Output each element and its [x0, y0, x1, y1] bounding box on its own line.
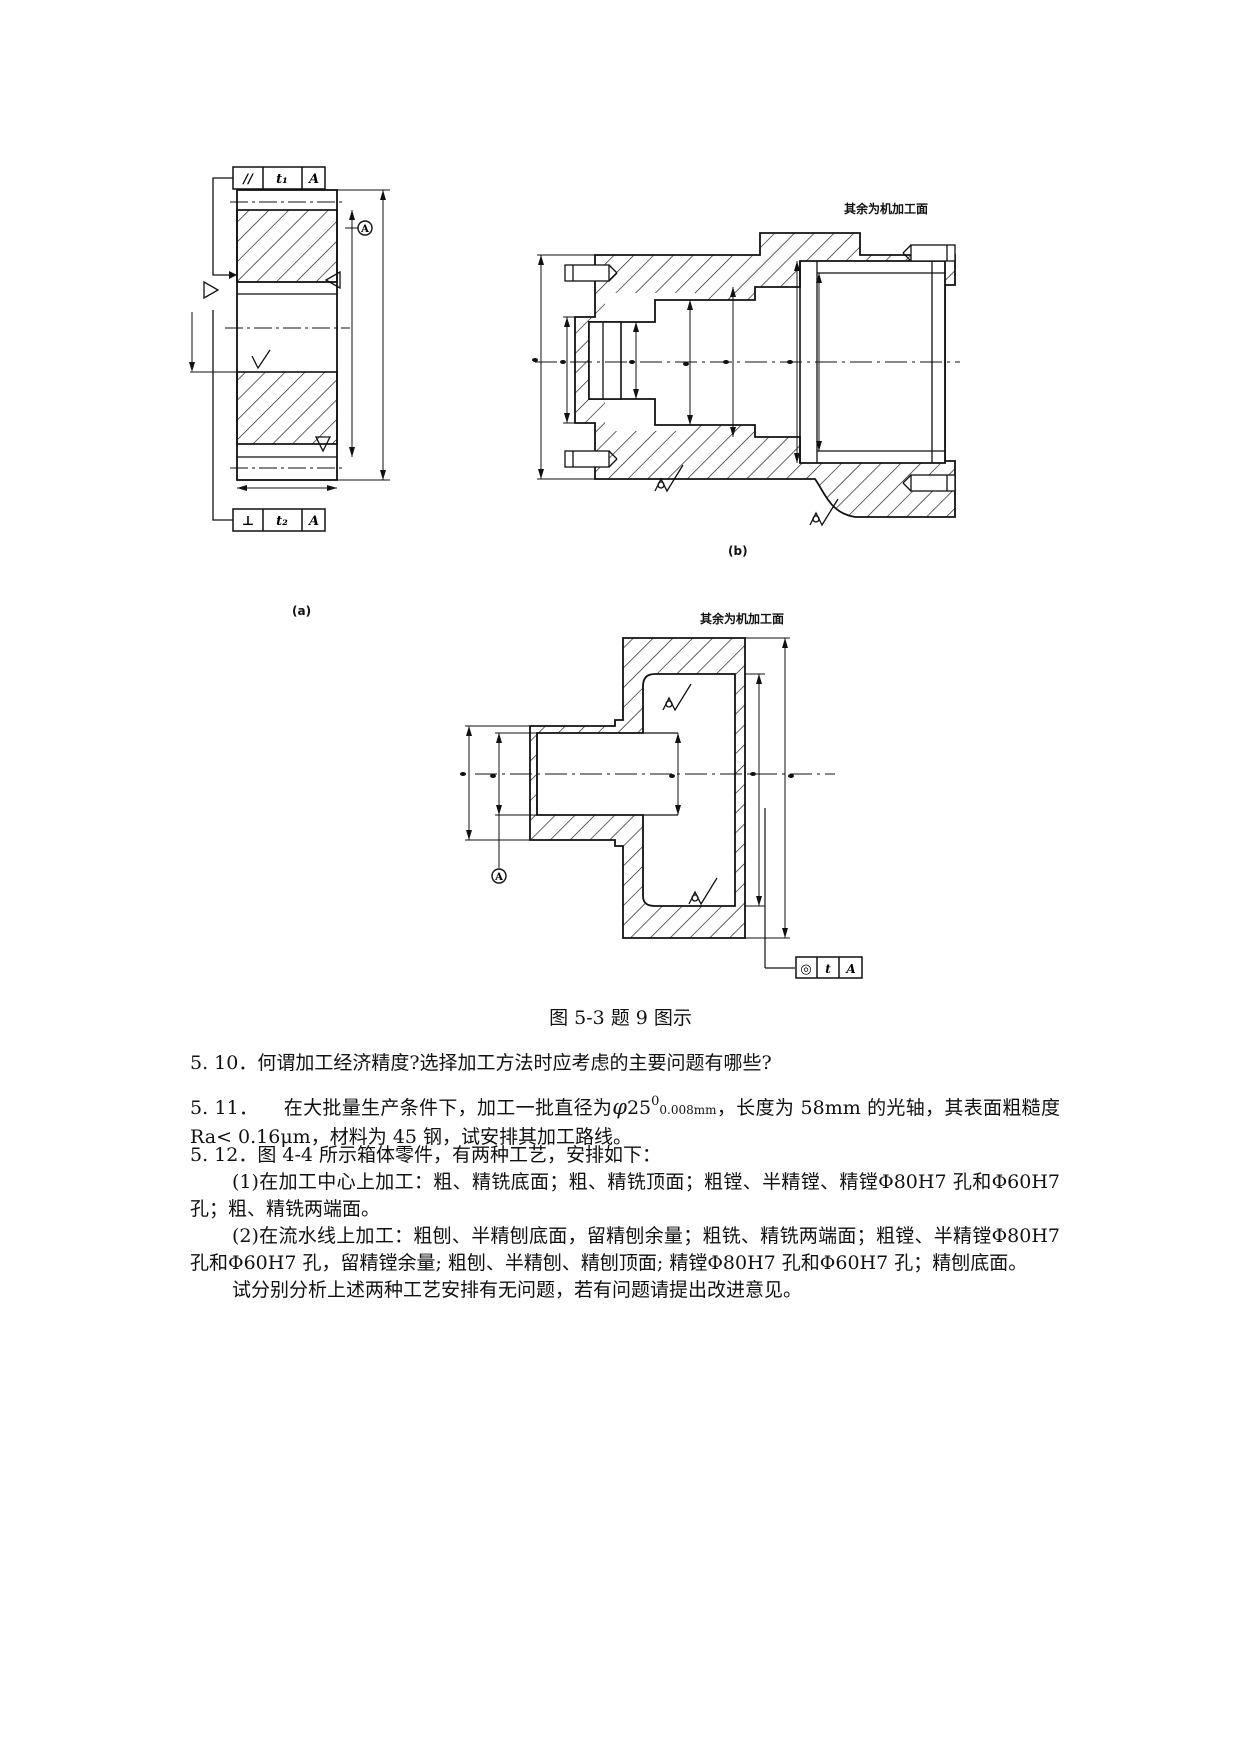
datum-a-label: A: [360, 224, 369, 235]
tol-bottom-symbol: ⊥: [242, 514, 254, 529]
question-11-text: 5. 11． 在大批量生产条件下，加工一批直径为φ2500.008mm，长度为 …: [190, 1088, 1060, 1151]
figure-b-drawing: [532, 232, 960, 527]
q12-item1: (1)在加工中心上加工：粗、精铣底面；粗、精铣顶面；粗镗、半精镗、精镗Φ80H7…: [190, 1171, 1060, 1220]
tolerance-frame-bottom: ⊥ t₂ A: [232, 508, 326, 532]
figure-a-drawing: // t₁ A A ⊥ t₂ A: [189, 166, 390, 532]
tol-c-datum: A: [845, 962, 855, 976]
q12-intro: 5. 12．图 4-4 所示箱体零件，有两种工艺，安排如下：: [190, 1144, 662, 1166]
figure-caption: 图 5-3 题 9 图示: [549, 1007, 692, 1029]
q11-number: 5. 11．: [190, 1097, 259, 1119]
q11-part1: 在大批量生产条件下，加工一批直径为: [283, 1097, 613, 1119]
tol-bottom-value: t₂: [276, 514, 288, 529]
tol-top-value: t₁: [276, 172, 288, 187]
q11-dia: 25: [626, 1097, 652, 1119]
question-11: 5. 11． 在大批量生产条件下，加工一批直径为φ2500.008mm，长度为 …: [190, 1088, 1060, 1151]
q11-upper: 0: [651, 1094, 660, 1109]
tol-top-symbol: //: [241, 172, 254, 187]
tolerance-frame-top: // t₁ A: [232, 166, 326, 190]
q12-task: 试分别分析上述两种工艺安排有无问题，若有问题请提出改进意见。: [232, 1279, 803, 1301]
figure-c-drawing: A: [460, 637, 835, 969]
tolerance-frame-c: ◎ t A: [795, 956, 863, 979]
datum-a-label-c: A: [494, 872, 503, 883]
tol-bottom-datum: A: [307, 514, 319, 529]
question-12: 5. 12．图 4-4 所示箱体零件，有两种工艺，安排如下： (1)在加工中心上…: [190, 1142, 1060, 1304]
figure-a-label: (a): [292, 604, 312, 618]
q11-lower: 0.008: [659, 1103, 694, 1117]
figure-c-note: 其余为机加工面: [700, 612, 785, 626]
tol-c-value: t: [825, 962, 831, 976]
tol-top-datum: A: [307, 172, 319, 187]
q11-phi: φ: [612, 1095, 627, 1119]
figure-b-label: (b): [728, 544, 748, 558]
question-10: 5. 10．何谓加工经济精度?选择加工方法时应考虑的主要问题有哪些?: [190, 1050, 1060, 1077]
question-10-text: 5. 10．何谓加工经济精度?选择加工方法时应考虑的主要问题有哪些?: [190, 1052, 772, 1074]
tol-c-symbol: ◎: [800, 962, 811, 977]
figure-b-note: 其余为机加工面: [844, 202, 929, 216]
q11-part2: ，长度为 58mm 的光轴，其表面粗糙度 Ra< 0.16μm，材料为 45 钢…: [190, 1097, 1060, 1148]
q11-unit: mm: [693, 1103, 717, 1117]
q12-item2: (2)在流水线上加工：粗刨、半精刨底面，留精刨余量；粗铣、精铣两端面；粗镗、半精…: [190, 1225, 1060, 1274]
